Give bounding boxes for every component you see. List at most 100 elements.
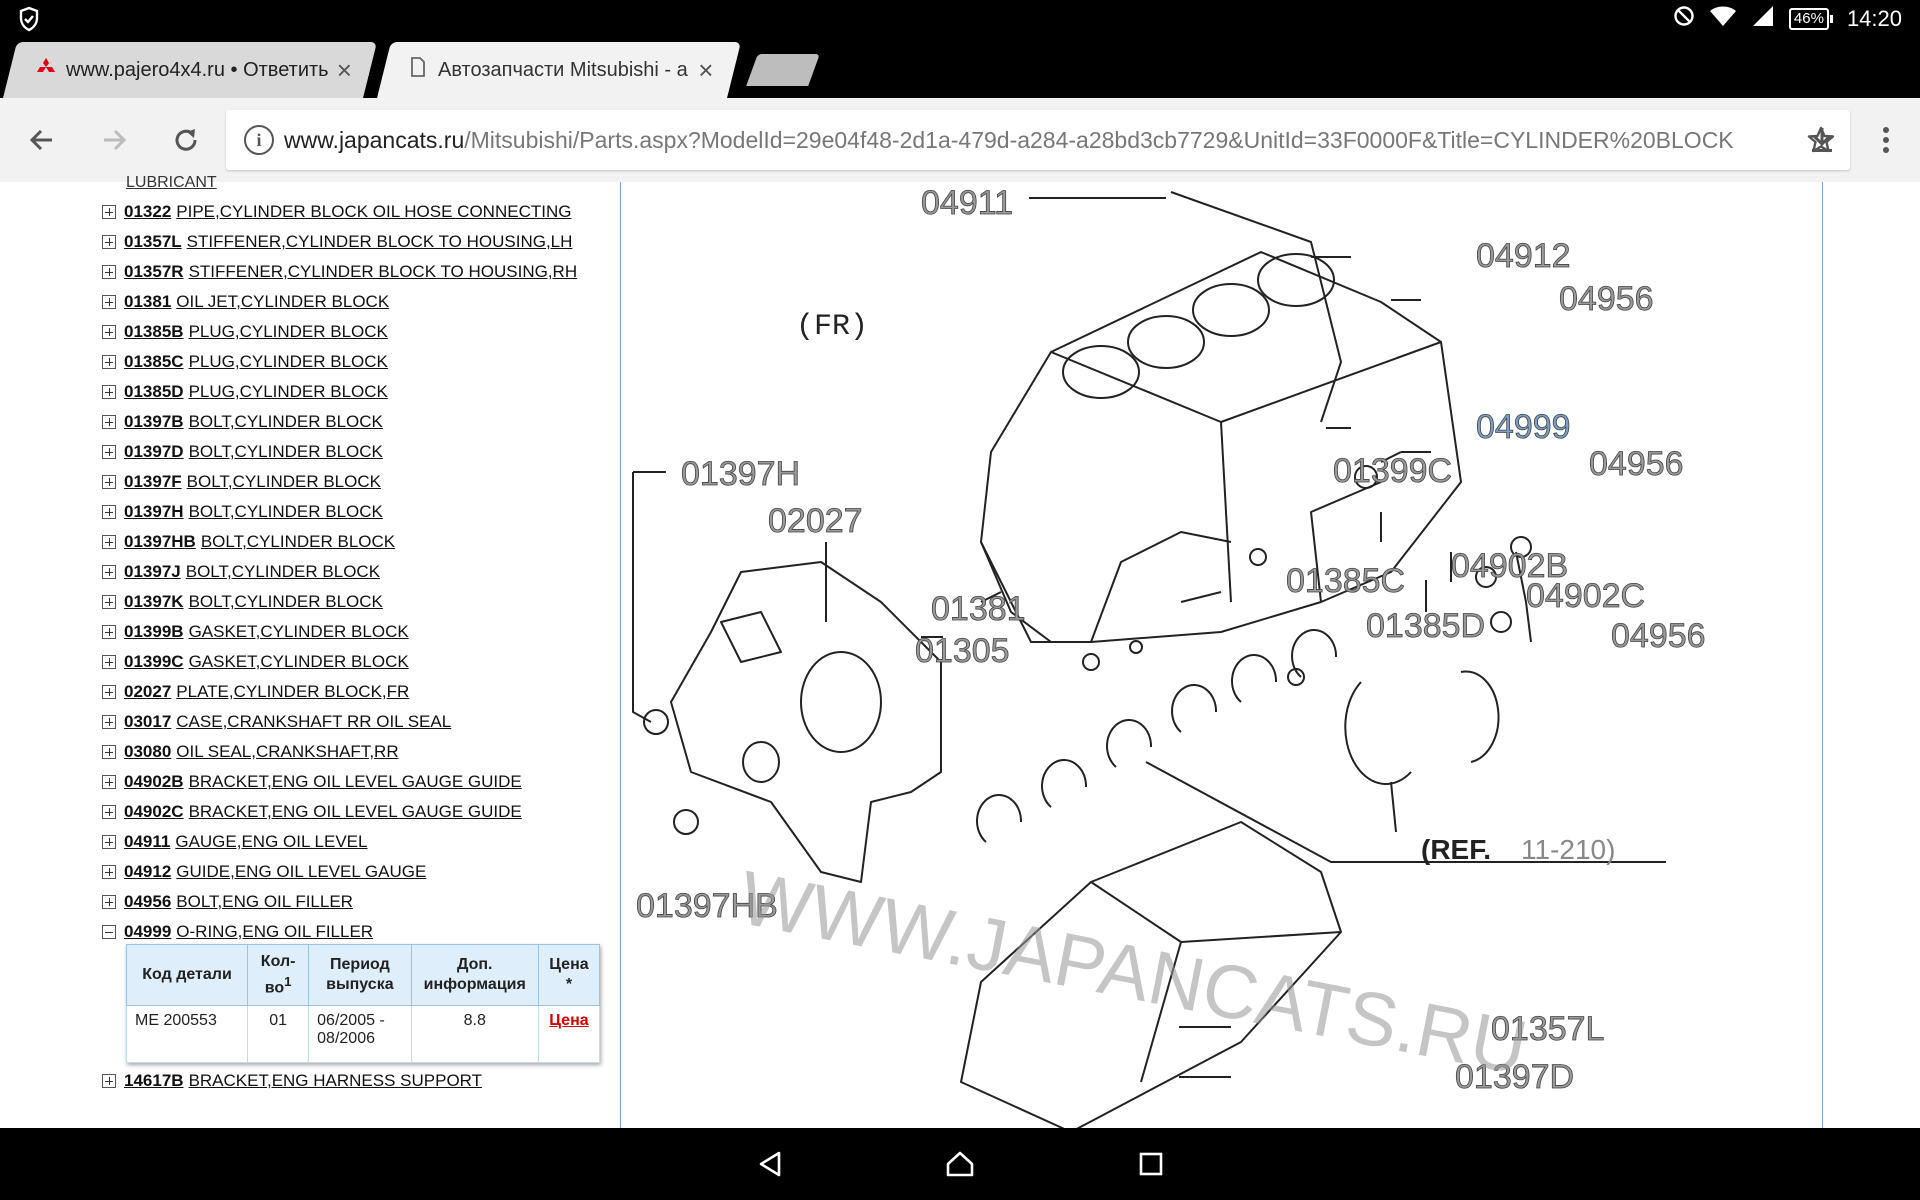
recents-button[interactable] (1106, 1128, 1196, 1200)
part-code: 01397H (124, 502, 184, 521)
expand-icon[interactable] (102, 595, 116, 609)
price-link[interactable]: Цена (549, 1012, 589, 1029)
expand-icon[interactable] (102, 295, 116, 309)
close-tab-icon[interactable]: × (698, 54, 714, 85)
expand-icon[interactable] (102, 205, 116, 219)
expand-icon[interactable] (102, 805, 116, 819)
expand-icon[interactable] (102, 235, 116, 249)
truncated-tree-item[interactable]: LUBRICANT (126, 174, 217, 191)
expand-icon[interactable] (102, 745, 116, 759)
expand-icon[interactable] (102, 505, 116, 519)
back-button[interactable] (12, 98, 72, 182)
expand-icon[interactable] (102, 775, 116, 789)
expand-icon[interactable] (102, 415, 116, 429)
expand-icon[interactable] (102, 535, 116, 549)
menu-button[interactable] (1856, 98, 1916, 182)
new-tab-button[interactable] (746, 54, 820, 86)
expand-icon[interactable] (102, 565, 116, 579)
divider (620, 182, 621, 1128)
expand-icon[interactable] (102, 1074, 116, 1088)
expand-icon[interactable] (102, 685, 116, 699)
address-bar[interactable]: i www.japancats.ru/Mitsubishi/Parts.aspx… (226, 110, 1850, 170)
info-icon[interactable]: i (244, 125, 274, 155)
collapse-icon[interactable] (102, 925, 116, 939)
expand-icon[interactable] (102, 865, 116, 879)
expand-icon[interactable] (102, 445, 116, 459)
close-tab-icon[interactable]: × (336, 54, 352, 85)
expand-icon[interactable] (102, 355, 116, 369)
expand-icon[interactable] (102, 475, 116, 489)
expand-icon[interactable] (102, 655, 116, 669)
expand-icon[interactable] (102, 835, 116, 849)
expand-icon[interactable] (102, 715, 116, 729)
reload-button[interactable] (156, 98, 216, 182)
forward-button[interactable] (84, 98, 144, 182)
url-text[interactable]: www.japancats.ru/Mitsubishi/Parts.aspx?M… (284, 127, 1794, 154)
expand-icon[interactable] (102, 265, 116, 279)
download-button[interactable] (1792, 98, 1852, 182)
expand-icon[interactable] (102, 325, 116, 339)
nav-back-button[interactable] (725, 1128, 815, 1200)
expand-icon[interactable] (102, 625, 116, 639)
part-code: 01397K (124, 592, 184, 611)
tab-pajero[interactable]: www.pajero4x4.ru • Ответить × (3, 42, 377, 98)
home-button[interactable] (915, 1128, 1005, 1200)
clock: 14:20 (1846, 6, 1902, 31)
expand-icon[interactable] (102, 385, 116, 399)
expand-icon[interactable] (102, 895, 116, 909)
tab-japancats[interactable]: Автозапчасти Mitsubishi - a × (377, 42, 741, 98)
